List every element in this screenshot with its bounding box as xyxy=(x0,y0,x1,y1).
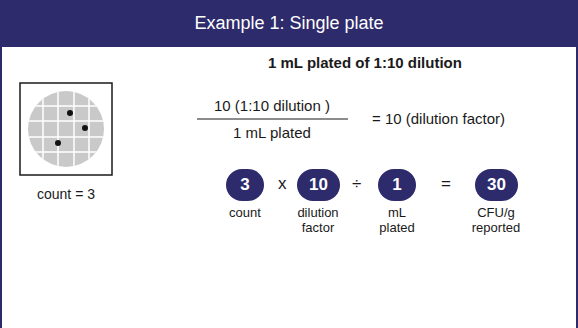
term-caption: count xyxy=(229,206,261,221)
plate-count: count = 3 xyxy=(37,186,95,202)
operator-sign: = xyxy=(441,174,451,194)
pill-value: 1 xyxy=(392,175,401,195)
term-caption: CFU/g reported xyxy=(466,206,526,236)
value-pill: 1 xyxy=(378,169,416,201)
term-caption: mL plated xyxy=(375,206,419,236)
fraction-numerator: 10 (1:10 dilution ) xyxy=(214,97,330,114)
operator-sign: ÷ xyxy=(352,174,361,194)
colony-dot xyxy=(67,110,73,116)
term-caption: dilution factor xyxy=(286,206,350,236)
fraction-denominator: 1 mL plated xyxy=(233,124,311,141)
fraction-bar xyxy=(197,118,348,119)
plate-grid xyxy=(22,85,110,173)
colony-dot xyxy=(55,140,61,146)
value-pill: 30 xyxy=(475,169,518,201)
header-title: Example 1: Single plate xyxy=(194,13,383,34)
value-pill: 10 xyxy=(297,169,340,201)
fraction-result: = 10 (dilution factor) xyxy=(372,110,505,127)
pill-value: 10 xyxy=(309,175,328,195)
pill-value: 30 xyxy=(487,175,506,195)
dilution-heading: 1 mL plated of 1:10 dilution xyxy=(268,54,462,71)
plate-square xyxy=(20,83,112,175)
pill-value: 3 xyxy=(240,175,249,195)
petri-dish xyxy=(28,91,104,167)
colony-dot xyxy=(82,125,88,131)
operator-sign: x xyxy=(278,174,287,194)
value-pill: 3 xyxy=(226,169,264,201)
